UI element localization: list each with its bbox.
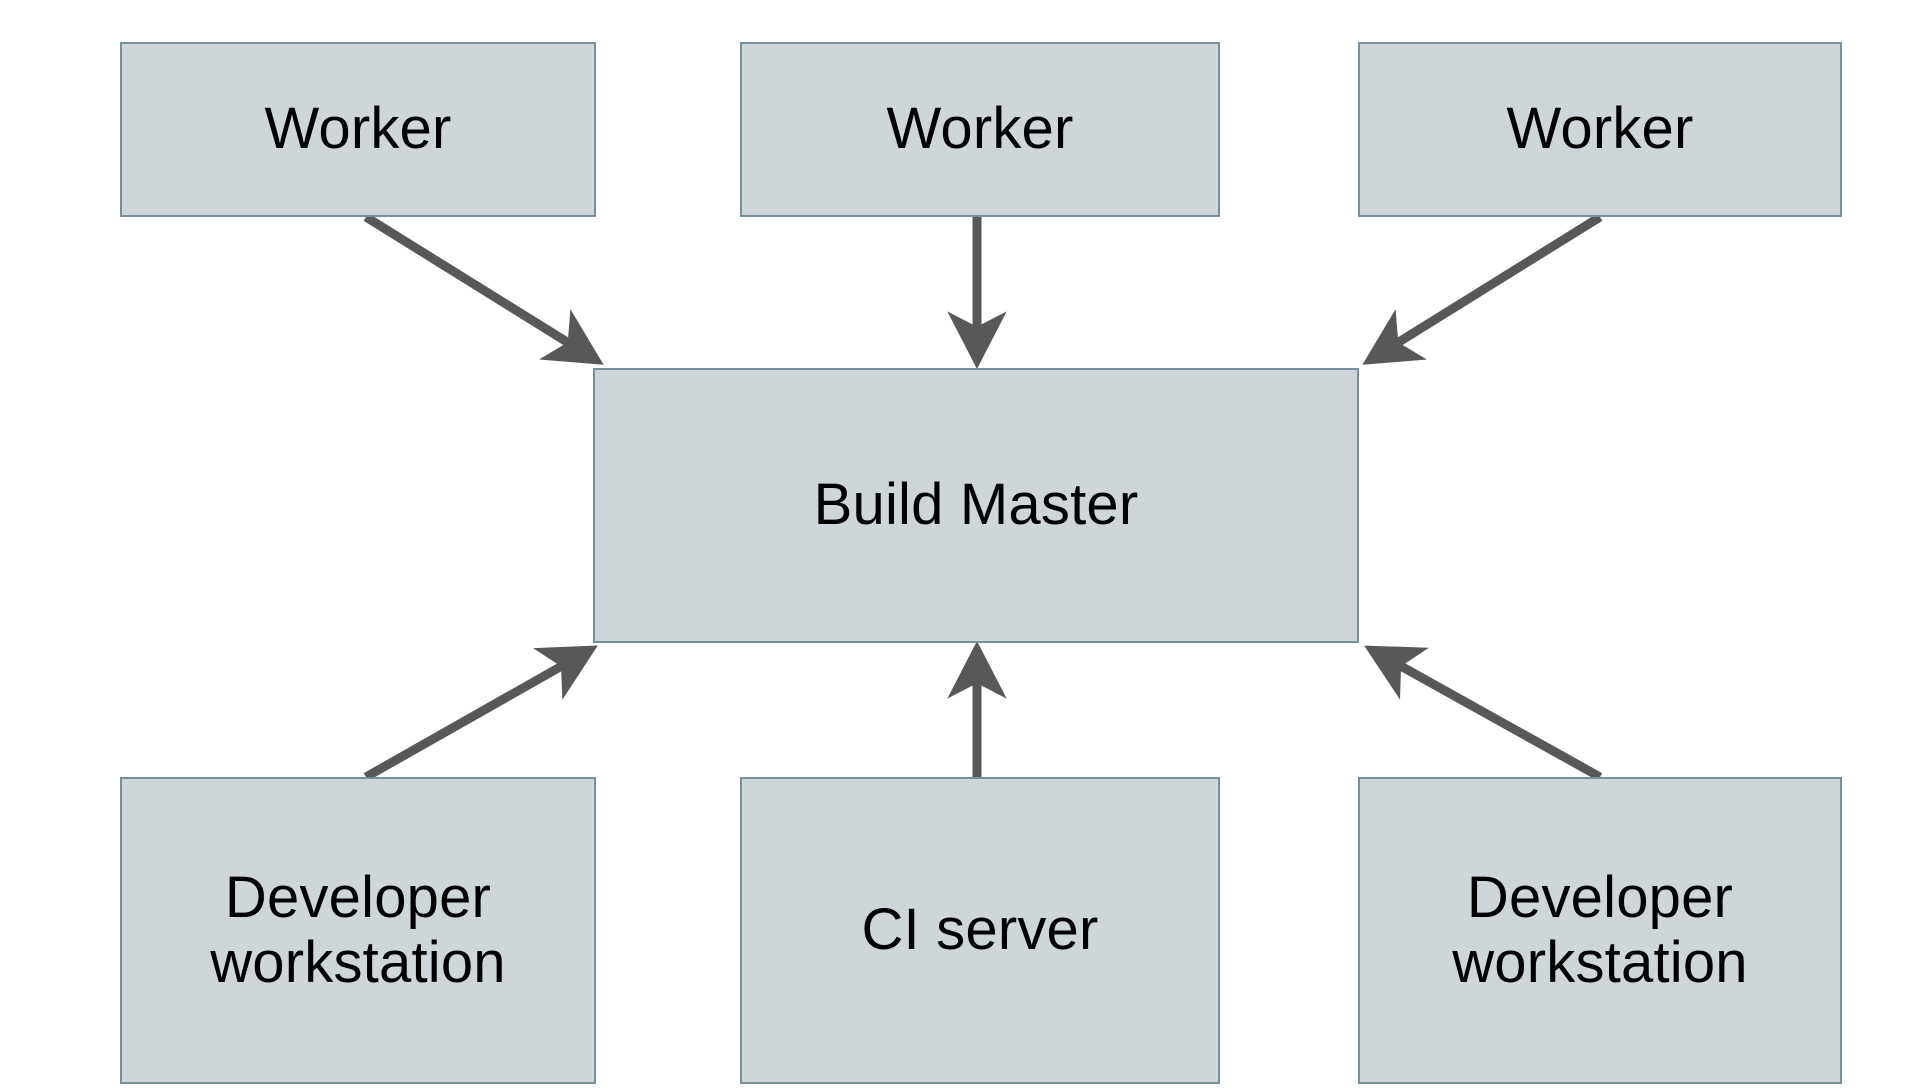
node-developer-workstation-right[interactable]: Developer workstation (1358, 777, 1842, 1084)
node-ci-server-label: CI server (861, 897, 1099, 963)
node-worker-1-label: Worker (264, 96, 452, 162)
node-build-master-label: Build Master (813, 472, 1139, 538)
edge-worker-1-to-build-master (363, 213, 604, 365)
node-developer-workstation-right-label: Developer workstation (1452, 864, 1748, 995)
node-developer-workstation-left-label: Developer workstation (210, 864, 506, 995)
node-worker-3[interactable]: Worker (1358, 42, 1842, 217)
edge-dev-ws-right-to-build-master (1364, 645, 1603, 781)
node-worker-2-label: Worker (886, 96, 1074, 162)
edge-worker-3-to-build-master (1362, 213, 1603, 365)
edge-dev-ws-left-to-build-master (363, 645, 598, 781)
node-worker-1[interactable]: Worker (120, 42, 596, 217)
node-worker-3-label: Worker (1506, 96, 1694, 162)
node-ci-server[interactable]: CI server (740, 777, 1220, 1084)
node-build-master[interactable]: Build Master (593, 368, 1359, 643)
node-worker-2[interactable]: Worker (740, 42, 1220, 217)
node-developer-workstation-left[interactable]: Developer workstation (120, 777, 596, 1084)
